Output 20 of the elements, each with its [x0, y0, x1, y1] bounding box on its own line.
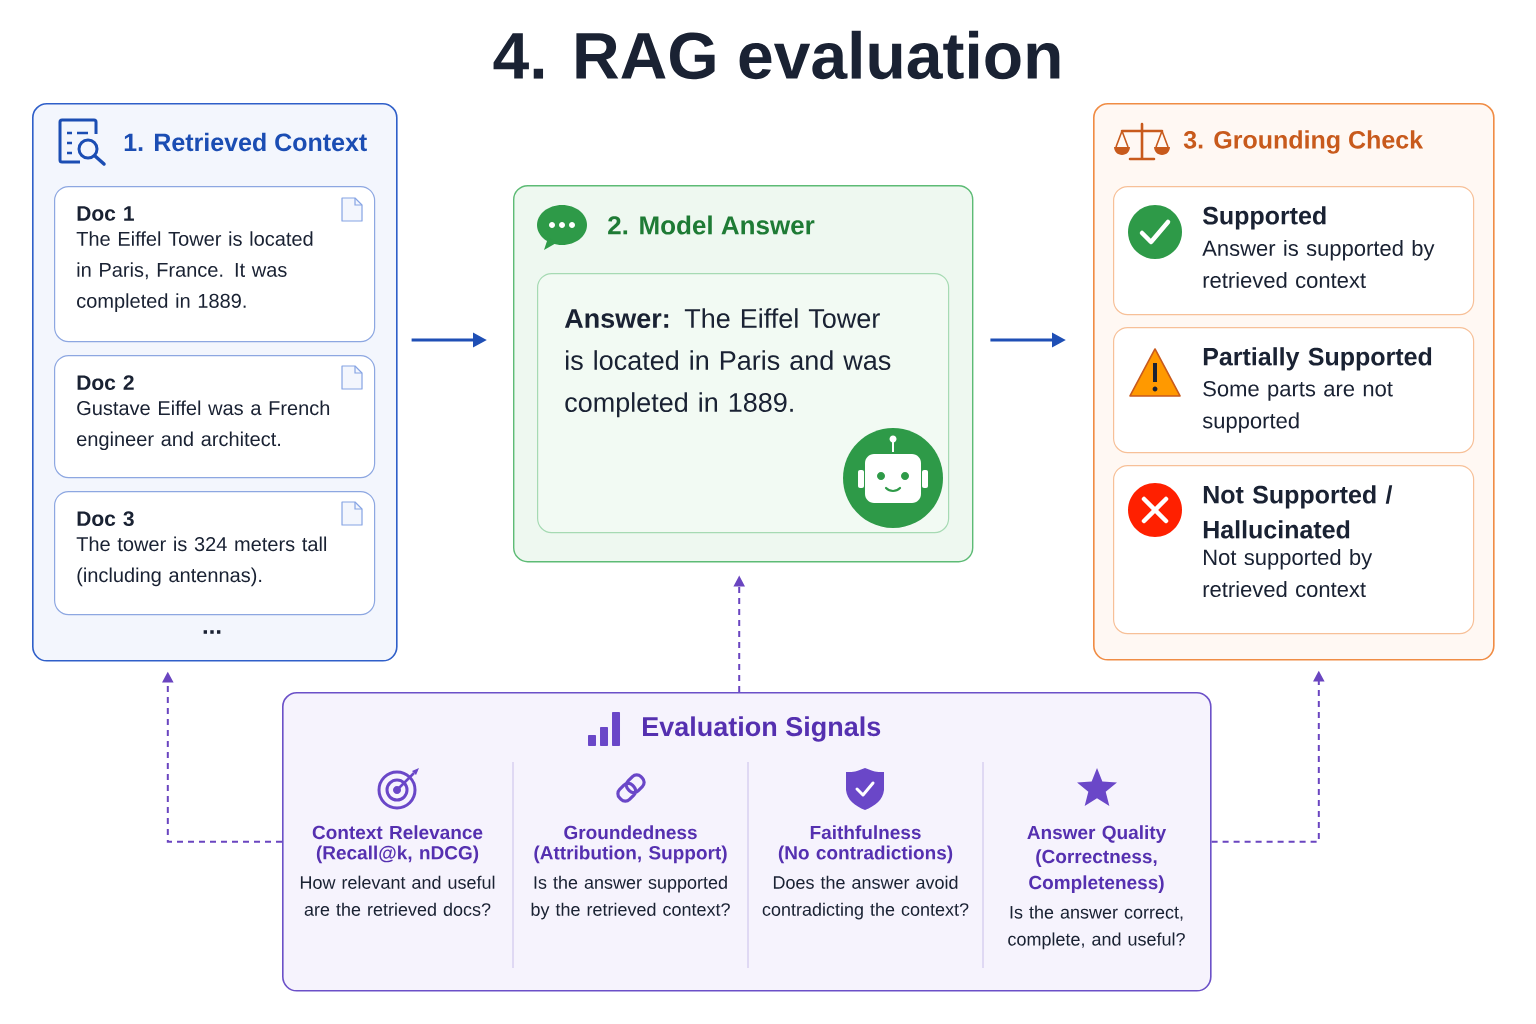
title: 4. RAG evaluation [493, 30, 1060, 80]
doc-card: Doc 2 Gustave Eiffel was a French engineer and architect. [54, 355, 376, 479]
doc-card: Doc 3 The tower is 324 meters tall (including antennas). [54, 491, 376, 616]
verdict-card: Not Supported / Hallucinated Not supported by retrieved context [1113, 465, 1475, 635]
metric-heading: Answer Quality [1027, 825, 1167, 843]
metric-description: Is the answer supported by the retrieved context? [531, 875, 730, 920]
metric-heading: (No contradictions) [778, 845, 953, 864]
metric-heading: Context Relevance [312, 825, 483, 840]
metric-description: Does the answer avoid contradicting the context? [762, 875, 969, 920]
answer-box: Answer: The Eiffel Tower is located in Paris and was completed in 1889. [537, 273, 950, 534]
verdict-card: Supported Answer is supported by retrieved context [1113, 186, 1475, 316]
metric-heading: Groundedness [564, 825, 697, 840]
metric-heading: (Attribution, Support) [534, 845, 727, 864]
metric-heading: (Correctness, Completeness) [1029, 849, 1164, 893]
metric-description: How relevant and useful are the retrieved docs? [300, 875, 495, 916]
metric-heading: Faithfulness [810, 825, 921, 840]
metric-description: Is the answer correct, complete, and useful? [1008, 905, 1185, 950]
verdict-card: Partially Supported Some parts are not supported [1113, 327, 1475, 454]
metric-heading: (Recall@k, nDCG) [316, 845, 479, 864]
doc-card: Doc 1 The Eiffel Tower is located in Paris, France. It was completed in 1889. [54, 186, 376, 343]
